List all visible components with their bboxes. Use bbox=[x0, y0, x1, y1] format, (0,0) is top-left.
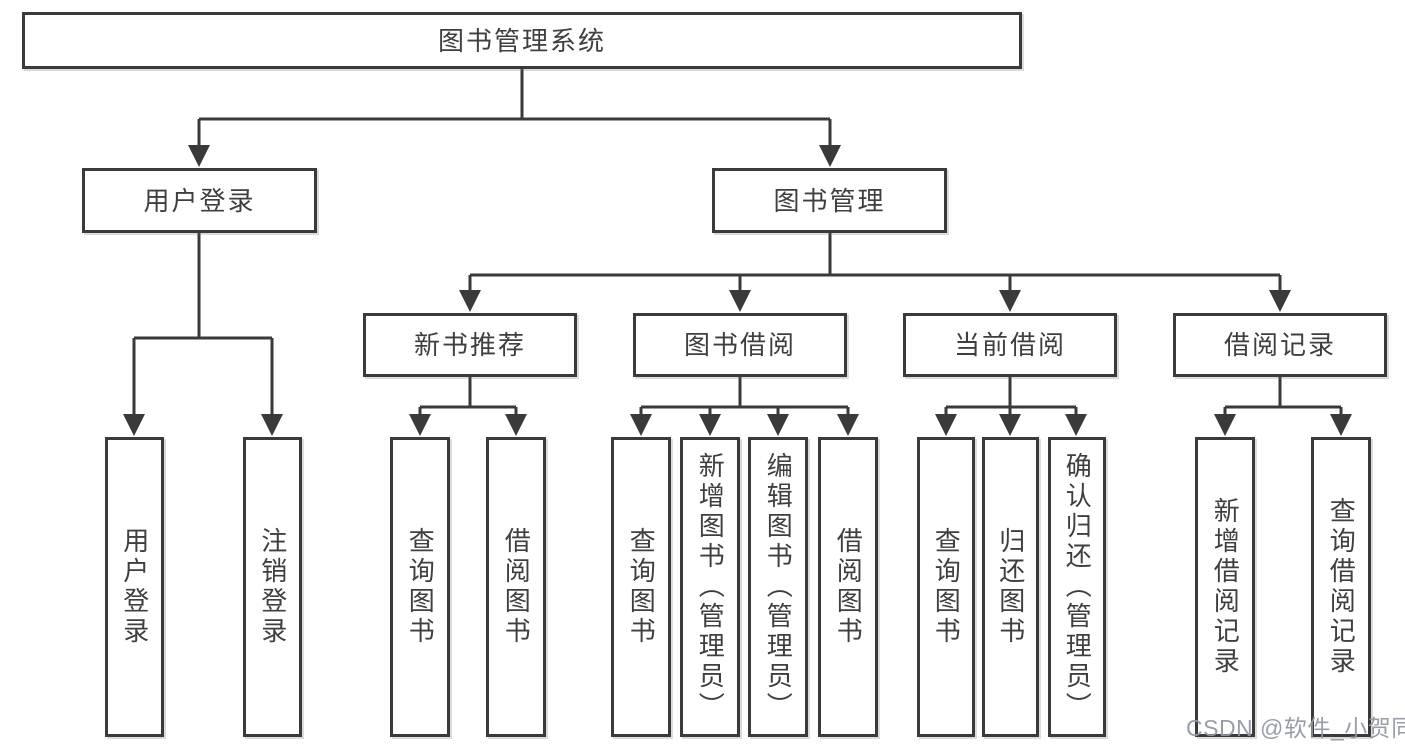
leaf-add-book-admin-label: 新增图书（管理员） bbox=[695, 452, 726, 722]
node-book-management-label: 图书管理 bbox=[773, 185, 886, 216]
book-management-arrowheads bbox=[459, 290, 1291, 312]
user-login-arrowheads bbox=[123, 414, 283, 436]
leaf-edit-book-admin: 编辑图书（管理员） bbox=[748, 437, 808, 737]
leaf-add-borrow-record-label: 新增借阅记录 bbox=[1210, 497, 1241, 677]
leaf-borrow-books-borrow-label: 借阅图书 bbox=[833, 527, 864, 647]
recommend-arrowheads bbox=[409, 414, 527, 436]
leaf-query-books-current-label: 查询图书 bbox=[931, 527, 962, 647]
node-book-borrow: 图书借阅 bbox=[633, 313, 847, 377]
root-connectors bbox=[197, 68, 832, 147]
leaf-add-book-admin: 新增图书（管理员） bbox=[680, 437, 740, 737]
borrow-connectors bbox=[639, 377, 850, 416]
leaf-query-books-current: 查询图书 bbox=[917, 437, 975, 737]
node-borrow-records-label: 借阅记录 bbox=[1223, 330, 1336, 360]
leaf-query-books-recommend-label: 查询图书 bbox=[405, 527, 436, 647]
node-borrow-records: 借阅记录 bbox=[1173, 313, 1387, 377]
leaf-add-borrow-record: 新增借阅记录 bbox=[1195, 437, 1255, 737]
csdn-watermark: CSDN @软件_小贺同学 bbox=[1186, 715, 1405, 741]
book-management-connectors bbox=[468, 233, 1282, 292]
node-current-borrow-label: 当前借阅 bbox=[953, 330, 1066, 360]
leaf-query-books-borrow: 查询图书 bbox=[611, 437, 671, 737]
borrow-arrowheads bbox=[630, 414, 859, 436]
leaf-confirm-return-admin: 确认归还（管理员） bbox=[1048, 437, 1106, 737]
leaf-borrow-books-recommend: 借阅图书 bbox=[486, 437, 546, 737]
leaf-logout-label: 注销登录 bbox=[257, 527, 288, 647]
records-arrowheads bbox=[1214, 414, 1352, 436]
node-new-book-recommend-label: 新书推荐 bbox=[413, 330, 526, 360]
node-user-login: 用户登录 bbox=[82, 168, 317, 233]
records-connectors bbox=[1223, 377, 1343, 416]
leaf-return-book: 归还图书 bbox=[982, 437, 1039, 737]
leaf-edit-book-admin-label: 编辑图书（管理员） bbox=[763, 452, 794, 722]
leaf-user-login: 用户登录 bbox=[105, 437, 164, 737]
root-arrowheads bbox=[188, 145, 841, 167]
node-current-borrow: 当前借阅 bbox=[903, 313, 1117, 377]
leaf-query-books-borrow-label: 查询图书 bbox=[626, 527, 657, 647]
current-arrowheads bbox=[935, 414, 1087, 436]
recommend-connectors bbox=[418, 377, 518, 416]
node-book-management: 图书管理 bbox=[712, 168, 947, 233]
leaf-borrow-books-borrow: 借阅图书 bbox=[818, 437, 878, 737]
node-root-label: 图书管理系统 bbox=[437, 25, 606, 56]
leaf-query-borrow-record: 查询借阅记录 bbox=[1311, 437, 1371, 737]
leaf-confirm-return-admin-label: 确认归还（管理员） bbox=[1062, 452, 1093, 722]
leaf-return-book-label: 归还图书 bbox=[995, 527, 1026, 647]
leaf-user-login-label: 用户登录 bbox=[119, 527, 150, 647]
node-new-book-recommend: 新书推荐 bbox=[363, 313, 577, 377]
leaf-borrow-books-recommend-label: 借阅图书 bbox=[501, 527, 532, 647]
node-root-system: 图书管理系统 bbox=[22, 12, 1022, 69]
leaf-query-books-recommend: 查询图书 bbox=[390, 437, 450, 737]
node-book-borrow-label: 图书借阅 bbox=[683, 330, 796, 360]
user-login-connectors bbox=[132, 233, 274, 416]
leaf-query-borrow-record-label: 查询借阅记录 bbox=[1326, 497, 1357, 677]
node-user-login-label: 用户登录 bbox=[143, 185, 256, 216]
leaf-logout: 注销登录 bbox=[243, 437, 302, 737]
current-connectors bbox=[944, 377, 1078, 416]
